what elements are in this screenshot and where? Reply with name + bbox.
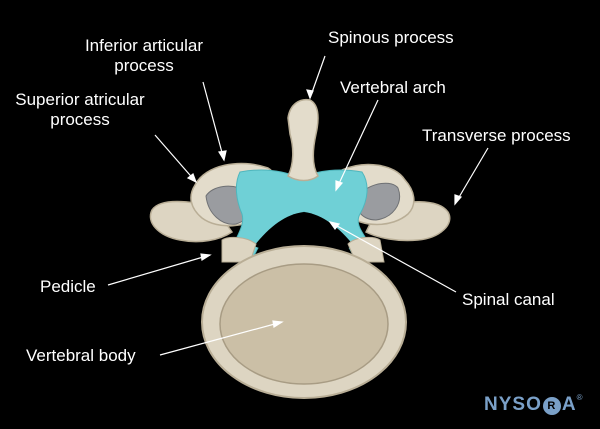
label-inferior-articular-process: Inferior articular process [64,36,224,76]
label-spinous-process: Spinous process [328,28,454,47]
leader-canal [329,221,457,293]
spinal-canal-area [254,212,354,254]
label-superior-articular-process: Superior atricular process [0,90,160,130]
leader-lines [107,55,489,356]
logo-text-right: A [561,394,577,415]
label-transverse-process: Transverse process [422,126,571,145]
label-superior-line1: Superior atricular [15,90,145,109]
label-superior-line2: process [50,110,110,129]
leader-inferior [202,81,225,161]
label-vertebral-arch: Vertebral arch [340,78,446,97]
leader-superior [154,134,197,183]
logo-circle-letter: R [542,397,561,415]
label-spinal-canal: Spinal canal [462,290,555,309]
logo-text-left: NYSO [484,394,542,415]
arrowhead-body [272,320,284,328]
arrowhead-transverse [454,194,463,206]
label-pedicle: Pedicle [40,277,96,296]
logo-registered-mark: ® [576,393,584,402]
leader-arch [335,99,379,191]
leader-pedicle [107,254,211,286]
vertebral-body-inner [219,263,389,385]
arrowhead-canal [328,221,341,230]
arrowhead-spinous [306,89,314,100]
arrowhead-inferior [218,150,227,162]
spinous-process [287,98,319,182]
label-inferior-line2: process [114,56,174,75]
leader-transverse [454,147,489,205]
arrowhead-superior [186,173,198,184]
label-vertebral-body: Vertebral body [26,346,136,365]
leader-body [159,321,283,356]
label-inferior-line1: Inferior articular [84,36,204,55]
arrowhead-pedicle [200,253,212,261]
arrowhead-arch [335,180,344,192]
